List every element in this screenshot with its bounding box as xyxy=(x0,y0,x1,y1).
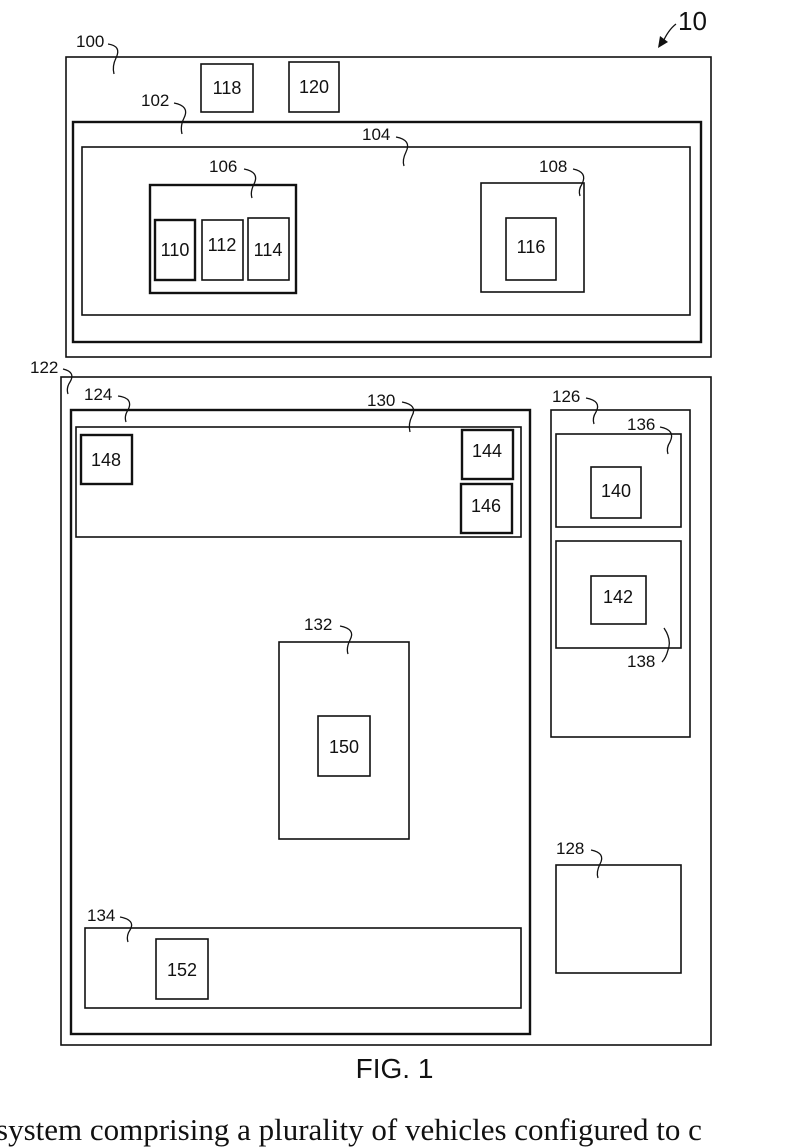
leader-136 xyxy=(660,427,672,454)
label-136: 136 xyxy=(627,415,655,434)
label-142: 142 xyxy=(603,587,633,607)
leader-122 xyxy=(63,369,72,394)
label-106: 106 xyxy=(209,157,237,176)
label-134: 134 xyxy=(87,906,115,925)
body-text-fragment: system comprising a plurality of vehicle… xyxy=(0,1112,702,1148)
label-126: 126 xyxy=(552,387,580,406)
box-134 xyxy=(85,928,521,1008)
label-118: 118 xyxy=(213,78,242,98)
label-116: 116 xyxy=(517,237,546,257)
leader-138 xyxy=(662,628,669,662)
label-102: 102 xyxy=(141,91,169,110)
label-112: 112 xyxy=(208,235,237,255)
label-148: 148 xyxy=(91,450,121,470)
label-132: 132 xyxy=(304,615,332,634)
label-124: 124 xyxy=(84,385,112,404)
leader-106 xyxy=(244,169,256,198)
label-130: 130 xyxy=(367,391,395,410)
box-104 xyxy=(82,147,690,315)
figure-caption: FIG. 1 xyxy=(0,1053,789,1085)
label-100: 100 xyxy=(76,32,104,51)
leader-100 xyxy=(108,44,118,74)
leader-132 xyxy=(340,626,352,654)
label-152: 152 xyxy=(167,960,197,980)
label-144: 144 xyxy=(472,441,502,461)
leader-126 xyxy=(586,398,598,424)
label-120: 120 xyxy=(299,77,329,97)
figure-ref-number: 10 xyxy=(678,6,707,36)
box-102 xyxy=(73,122,701,342)
leader-102 xyxy=(174,103,186,134)
leader-104 xyxy=(396,137,408,166)
box-126 xyxy=(551,410,690,737)
label-104: 104 xyxy=(362,125,390,144)
label-128: 128 xyxy=(556,839,584,858)
leader-128 xyxy=(591,850,602,878)
label-108: 108 xyxy=(539,157,567,176)
box-130 xyxy=(76,427,521,537)
box-128 xyxy=(556,865,681,973)
label-140: 140 xyxy=(601,481,631,501)
label-146: 146 xyxy=(471,496,501,516)
label-114: 114 xyxy=(254,240,283,260)
figure-ref-arrowhead xyxy=(658,36,668,48)
label-122: 122 xyxy=(30,358,58,377)
label-110: 110 xyxy=(161,240,190,260)
label-150: 150 xyxy=(329,737,359,757)
label-138: 138 xyxy=(627,652,655,671)
leader-134 xyxy=(120,917,132,942)
